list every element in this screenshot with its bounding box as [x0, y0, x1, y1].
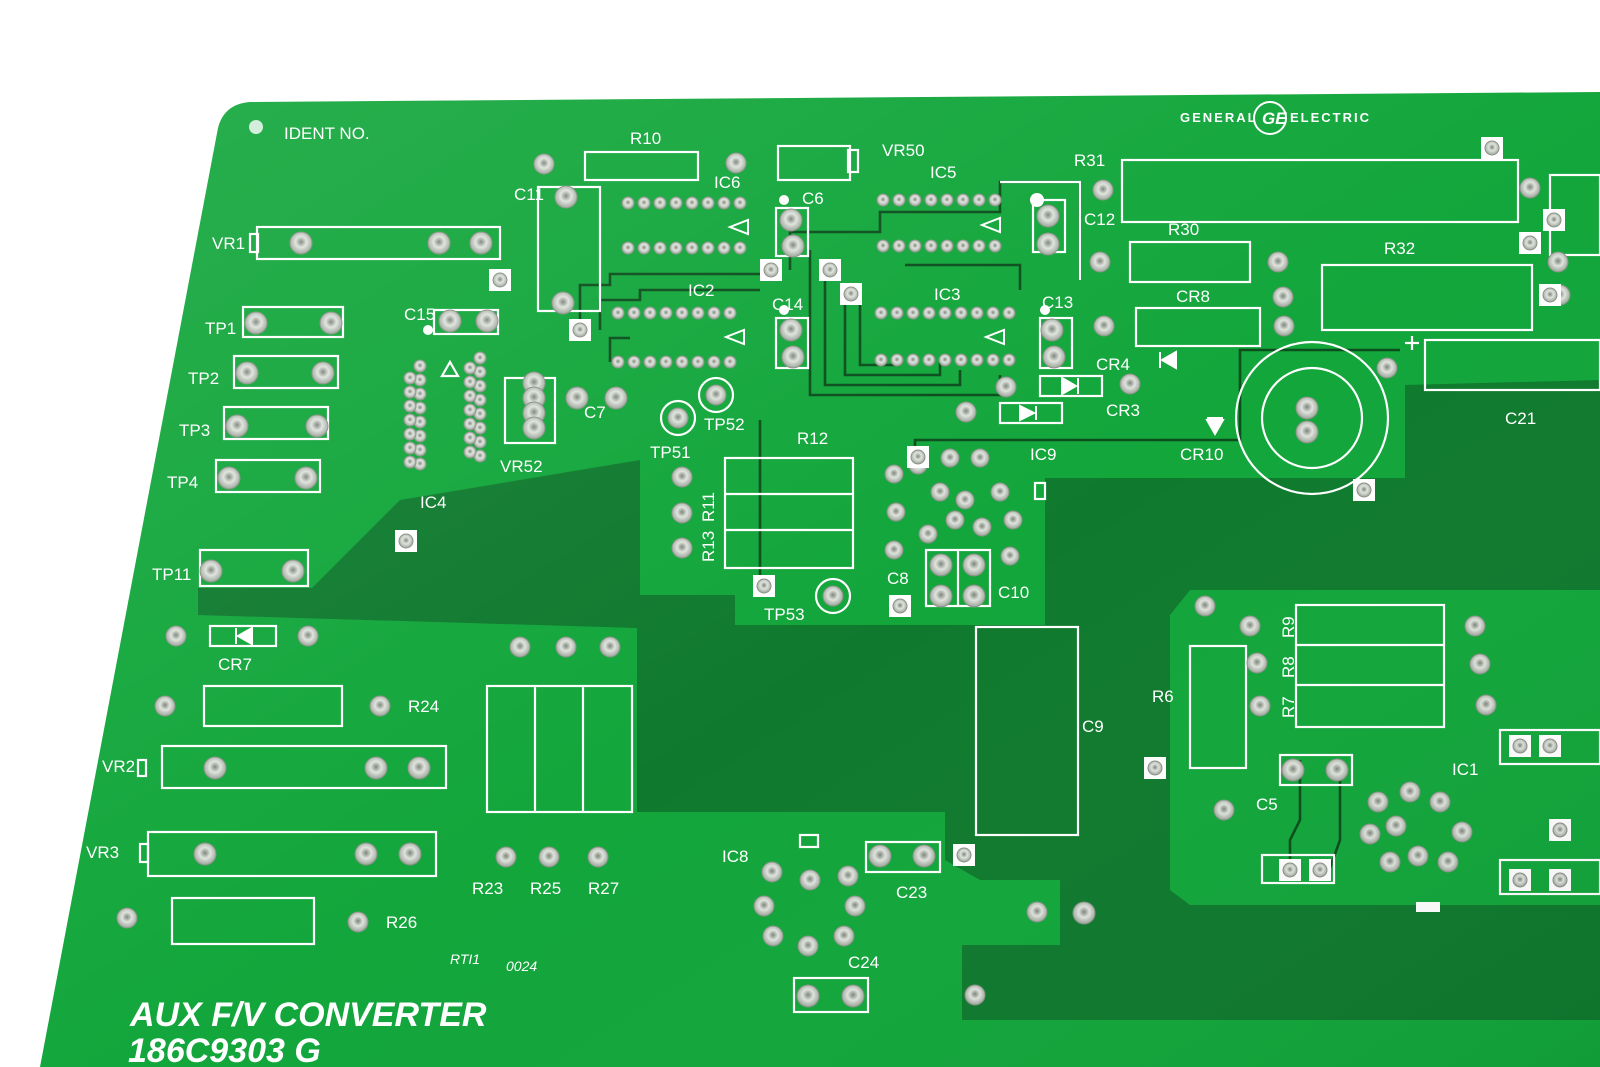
label-tp51: TP51: [650, 443, 691, 462]
label-vr52: VR52: [500, 457, 543, 476]
label-cr3: CR3: [1106, 401, 1140, 420]
label-vr1: VR1: [212, 234, 245, 253]
label-r30: R30: [1168, 220, 1199, 239]
label-r26: R26: [386, 913, 417, 932]
label-c24: C24: [848, 953, 879, 972]
board-sheen: [40, 92, 1600, 1067]
label-c5: C5: [1256, 795, 1278, 814]
label-r10: R10: [630, 129, 661, 148]
label-tp3: TP3: [179, 421, 210, 440]
label-r25: R25: [530, 879, 561, 898]
label-r9: R9: [1279, 616, 1298, 638]
label-ic2: IC2: [688, 281, 714, 300]
label-c23: C23: [896, 883, 927, 902]
label-tp1: TP1: [205, 319, 236, 338]
ge-monogram: GE: [1262, 109, 1287, 128]
label-ic1: IC1: [1452, 760, 1478, 779]
label-c10: C10: [998, 583, 1029, 602]
label-c21: C21: [1505, 409, 1536, 428]
label-ic3: IC3: [934, 285, 960, 304]
label-cr10: CR10: [1180, 445, 1223, 464]
brand-left: GENERAL: [1180, 110, 1258, 125]
brand-right: ELECTRIC: [1290, 110, 1371, 125]
label-r32: R32: [1384, 239, 1415, 258]
label-c15: C15: [404, 305, 435, 324]
stamp-number: 0024: [506, 958, 537, 974]
label-cr7: CR7: [218, 655, 252, 674]
label-ic9: IC9: [1030, 445, 1056, 464]
label-r7: R7: [1279, 696, 1298, 718]
label-cr4: CR4: [1096, 355, 1130, 374]
label-vr50: VR50: [882, 141, 925, 160]
label-c6: C6: [802, 189, 824, 208]
label-r12: R12: [797, 429, 828, 448]
board-part-number: 186C9303 G: [128, 1032, 321, 1067]
label-c14: C14: [772, 295, 803, 314]
label-tp2: TP2: [188, 369, 219, 388]
label-ic5: IC5: [930, 163, 956, 182]
label-ic6: IC6: [714, 173, 740, 192]
label-vr2: VR2: [102, 757, 135, 776]
label-c13: C13: [1042, 293, 1073, 312]
label-c9: C9: [1082, 717, 1104, 736]
label-r8: R8: [1279, 656, 1298, 678]
label-r24: R24: [408, 697, 439, 716]
silkscreen-text: IDENT NO. GENERAL ELECTRIC GE AUX F/V CO…: [86, 109, 1536, 1067]
label-tp52: TP52: [704, 415, 745, 434]
label-c12: C12: [1084, 210, 1115, 229]
label-tp4: TP4: [167, 473, 198, 492]
label-r23: R23: [472, 879, 503, 898]
label-ic4: IC4: [420, 493, 446, 512]
label-cr8: CR8: [1176, 287, 1210, 306]
ident-label: IDENT NO.: [284, 124, 370, 143]
board-title: AUX F/V CONVERTER: [129, 996, 487, 1034]
label-r31: R31: [1074, 151, 1105, 170]
label-c7: C7: [584, 403, 606, 422]
label-r27: R27: [588, 879, 619, 898]
label-vr3: VR3: [86, 843, 119, 862]
stamp-prefix: RTI1: [450, 951, 480, 967]
label-r13: R13: [699, 531, 718, 562]
label-tp53: TP53: [764, 605, 805, 624]
label-c8: C8: [887, 569, 909, 588]
label-ic8: IC8: [722, 847, 748, 866]
label-r11: R11: [699, 492, 718, 522]
label-tp11: TP11: [152, 565, 191, 584]
label-r6: R6: [1152, 687, 1174, 706]
label-c11: C11: [514, 185, 544, 204]
